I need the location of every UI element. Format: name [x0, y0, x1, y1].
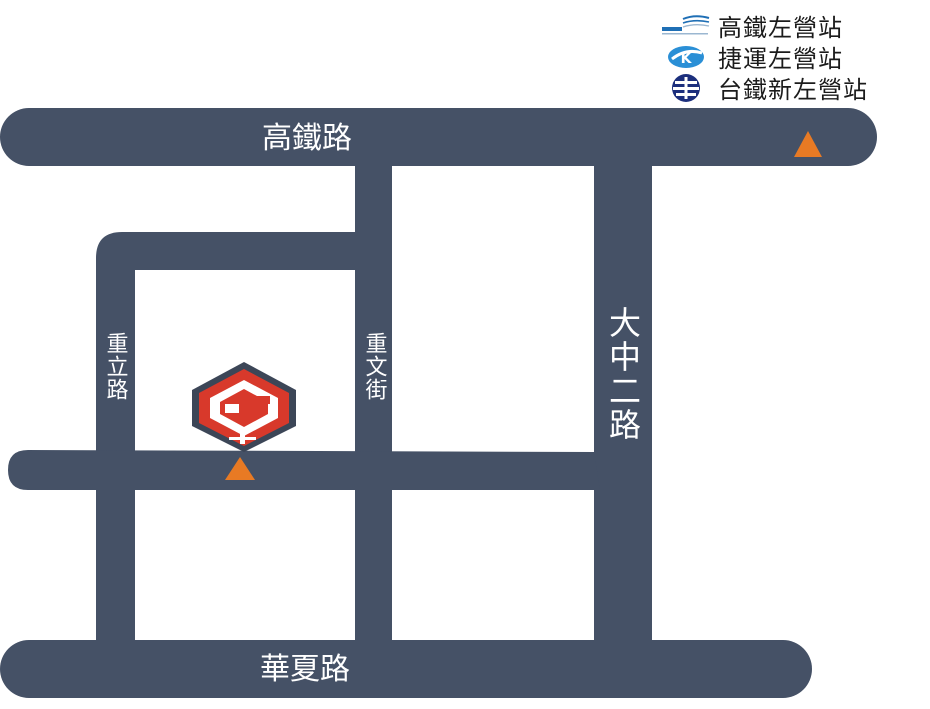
company-logo-icon [192, 362, 296, 452]
road-label-dazhong-2nd: 大中二路 [604, 306, 642, 442]
kmrt-logo-icon: K [660, 42, 712, 72]
legend-item-thsr: 高鐵左營站 [660, 10, 925, 42]
legend-item-kmrt: K 捷運左營站 [660, 41, 925, 73]
road-label-huaxia: 華夏路 [260, 652, 350, 687]
dazhong-2nd-road [594, 160, 652, 648]
legend-label-tra: 台鐵新左營站 [718, 76, 868, 104]
chongwen-street [355, 160, 392, 648]
high-speed-rail-road [0, 108, 877, 166]
legend-item-tra: 台鐵新左營站 [660, 72, 925, 104]
huaxia-road [0, 640, 812, 698]
cross-street [8, 450, 600, 490]
road-label-chongwen: 重文街 [362, 332, 388, 401]
thsr-logo-icon [660, 11, 712, 41]
road-label-high-speed-rail: 高鐵路 [262, 121, 352, 156]
svg-text:K: K [681, 51, 693, 67]
road-network [0, 108, 877, 698]
chongli-road [96, 232, 360, 648]
legend-label-kmrt: 捷運左營站 [718, 45, 843, 73]
office-location-marker [225, 457, 255, 480]
tra-logo-icon [660, 73, 712, 103]
thsr-station-marker [794, 131, 822, 157]
legend: 高鐵左營站 K 捷運左營站 台鐵新左營站 [660, 10, 925, 104]
legend-label-thsr: 高鐵左營站 [718, 14, 843, 42]
road-label-chongli: 重立路 [103, 332, 129, 401]
